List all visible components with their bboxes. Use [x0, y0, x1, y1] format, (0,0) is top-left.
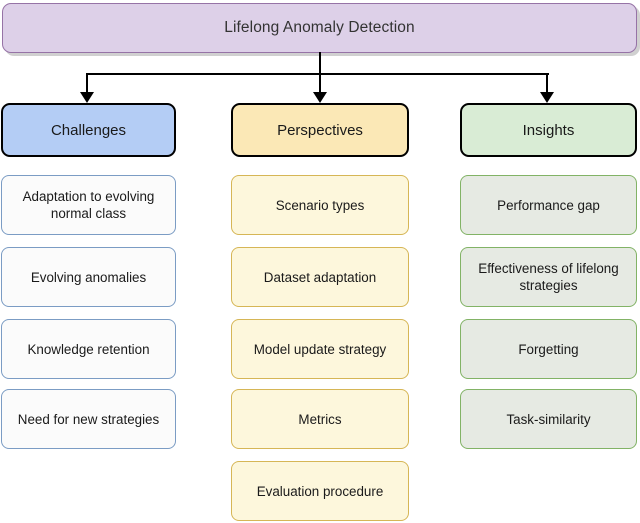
node-label: Forgetting	[518, 341, 579, 357]
node-label: Evaluation procedure	[256, 483, 384, 499]
node-challenges-item-1[interactable]: Adaptation to evolving normal class	[1, 175, 176, 235]
arrow-head-insights-icon	[540, 92, 554, 103]
node-perspectives-item-4[interactable]: Metrics	[231, 389, 409, 449]
node-challenges-item-2[interactable]: Evolving anomalies	[1, 247, 176, 307]
node-insights-item-2[interactable]: Effectiveness of lifelong strategies	[460, 247, 637, 307]
connector-drop-insights	[546, 74, 548, 94]
node-label: Adaptation to evolving normal class	[22, 189, 155, 221]
node-challenges-item-4[interactable]: Need for new strategies	[1, 389, 176, 449]
column-header-challenges[interactable]: Challenges	[1, 103, 176, 157]
column-header-perspectives-label: Perspectives	[277, 121, 363, 139]
connector-horizontal-bus	[86, 73, 549, 75]
connector-drop-perspectives	[319, 74, 321, 94]
node-label: Task-similarity	[506, 411, 591, 427]
node-challenges-item-3[interactable]: Knowledge retention	[1, 319, 176, 379]
column-header-insights[interactable]: Insights	[460, 103, 637, 157]
node-label: Effectiveness of lifelong strategies	[478, 261, 619, 293]
node-label: Evolving anomalies	[30, 269, 147, 285]
node-label: Need for new strategies	[17, 411, 160, 427]
root-node-lifelong-anomaly-detection[interactable]: Lifelong Anomaly Detection	[2, 3, 637, 53]
arrow-head-challenges-icon	[80, 92, 94, 103]
node-label: Model update strategy	[253, 341, 387, 357]
column-header-insights-label: Insights	[522, 121, 575, 139]
column-header-challenges-label: Challenges	[50, 121, 127, 139]
node-label: Knowledge retention	[27, 341, 150, 357]
node-insights-item-4[interactable]: Task-similarity	[460, 389, 637, 449]
node-insights-item-3[interactable]: Forgetting	[460, 319, 637, 379]
arrow-head-perspectives-icon	[313, 92, 327, 103]
root-node-label: Lifelong Anomaly Detection	[224, 19, 415, 36]
connector-stem-from-root	[319, 52, 321, 75]
node-label: Performance gap	[497, 197, 600, 213]
node-perspectives-item-2[interactable]: Dataset adaptation	[231, 247, 409, 307]
column-header-perspectives[interactable]: Perspectives	[231, 103, 409, 157]
node-perspectives-item-3[interactable]: Model update strategy	[231, 319, 409, 379]
node-perspectives-item-1[interactable]: Scenario types	[231, 175, 409, 235]
connector-drop-challenges	[86, 74, 88, 94]
node-label: Scenario types	[275, 197, 365, 213]
node-insights-item-1[interactable]: Performance gap	[460, 175, 637, 235]
node-label: Metrics	[298, 411, 342, 427]
node-label: Dataset adaptation	[263, 269, 377, 285]
node-perspectives-item-5[interactable]: Evaluation procedure	[231, 461, 409, 521]
